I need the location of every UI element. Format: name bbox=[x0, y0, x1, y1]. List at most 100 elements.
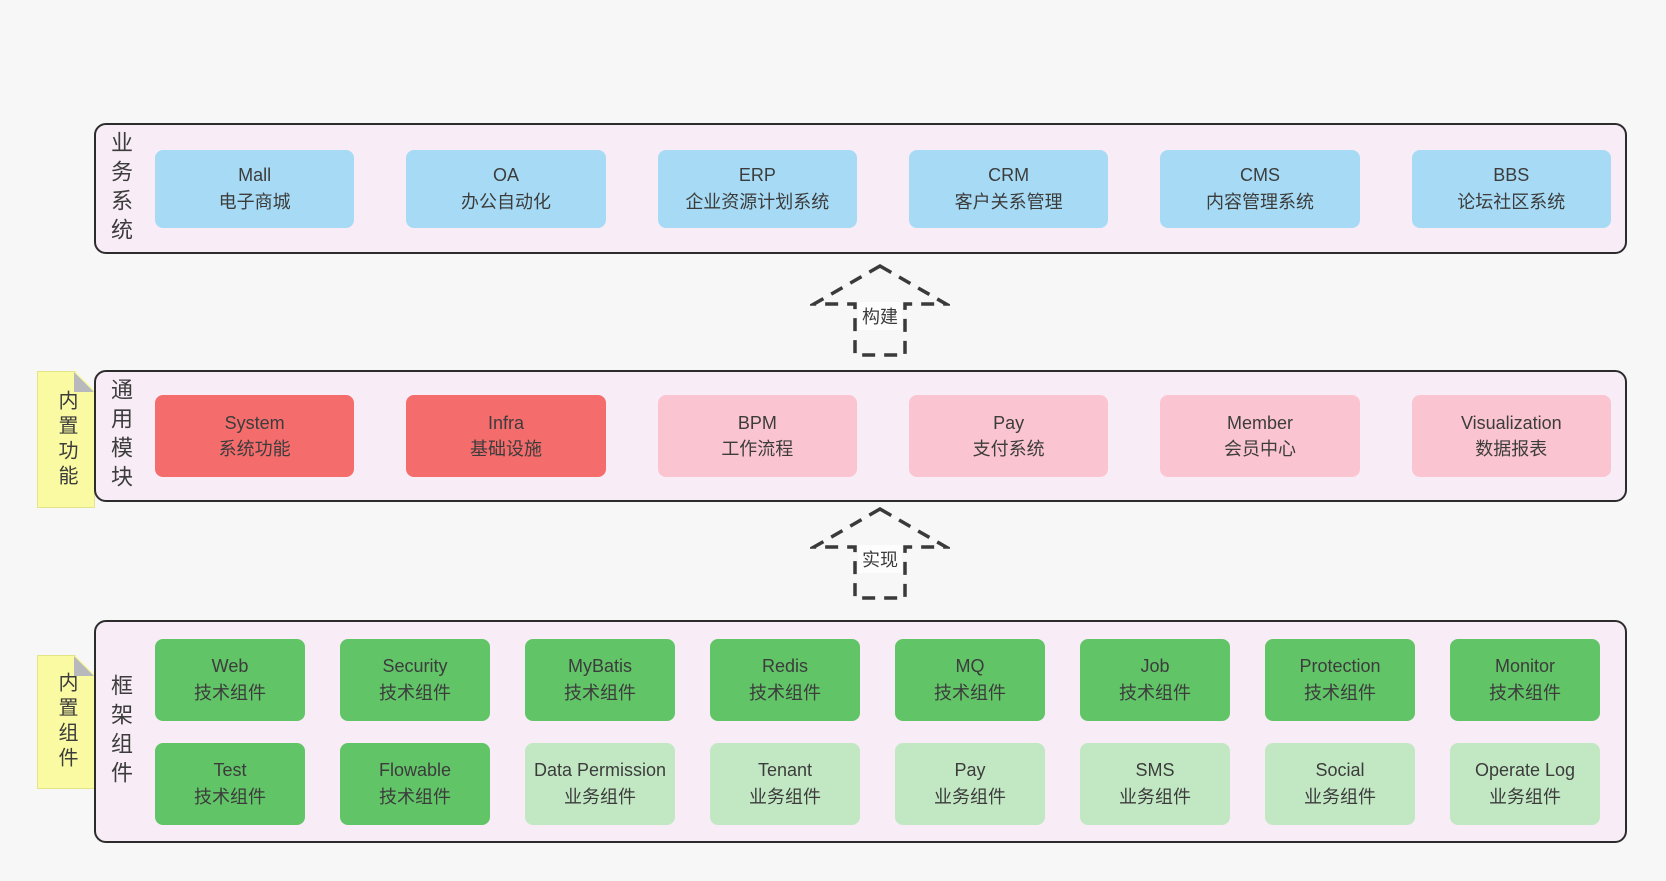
box-name: ERP bbox=[738, 165, 776, 186]
box-infra: Infra 基础设施 bbox=[406, 395, 606, 477]
sticky-note-builtin-components: 内置组件 bbox=[37, 655, 95, 789]
build-arrow: 构建 bbox=[810, 262, 950, 358]
box-social: Social 业务组件 bbox=[1265, 742, 1415, 825]
box-operate-log: Operate Log 业务组件 bbox=[1450, 742, 1600, 825]
box-name: CMS bbox=[1239, 165, 1280, 186]
box-web: Web 技术组件 bbox=[155, 638, 305, 721]
box-name: SMS bbox=[1135, 760, 1175, 781]
box-mq: MQ 技术组件 bbox=[895, 638, 1045, 721]
box-desc: 技术组件 bbox=[749, 682, 821, 703]
box-desc: 企业资源计划系统 bbox=[685, 191, 830, 212]
box-name: Infra bbox=[487, 412, 524, 433]
box-bpm: BPM 工作流程 bbox=[657, 395, 857, 477]
box-system: System 系统功能 bbox=[155, 395, 355, 477]
box-name: MQ bbox=[955, 656, 985, 677]
sticky-label: 内置功能 bbox=[55, 389, 77, 490]
box-name: Mall bbox=[238, 165, 272, 186]
box-desc: 业务组件 bbox=[1489, 786, 1561, 807]
box-test: Test 技术组件 bbox=[155, 742, 305, 825]
box-name: Job bbox=[1140, 656, 1170, 677]
box-desc: 办公自动化 bbox=[460, 191, 551, 212]
box-name: MyBatis bbox=[567, 656, 632, 677]
box-desc: 数据报表 bbox=[1475, 439, 1548, 459]
box-name: Test bbox=[213, 760, 247, 781]
box-name: CRM bbox=[988, 165, 1030, 186]
box-name: Security bbox=[382, 656, 448, 677]
box-name: Visualization bbox=[1460, 412, 1562, 433]
box-desc: 技术组件 bbox=[1119, 682, 1191, 703]
box-mall: Mall 电子商城 bbox=[155, 149, 355, 228]
box-desc: 技术组件 bbox=[379, 682, 451, 703]
box-desc: 技术组件 bbox=[1489, 682, 1561, 703]
box-name: BBS bbox=[1493, 165, 1530, 186]
panel-framework-components: 框架组件 Web 技术组件 Security 技术组件 MyBatis 技术组件… bbox=[94, 620, 1627, 843]
box-desc: 内容管理系统 bbox=[1205, 191, 1314, 212]
folded-corner-icon bbox=[74, 372, 94, 392]
box-desc: 技术组件 bbox=[564, 682, 636, 703]
box-visualization: Visualization 数据报表 bbox=[1411, 395, 1611, 477]
box-name: Protection bbox=[1299, 656, 1381, 677]
box-desc: 业务组件 bbox=[749, 786, 821, 807]
box-name: Monitor bbox=[1494, 656, 1556, 677]
box-name: OA bbox=[492, 165, 519, 186]
box-name: Social bbox=[1315, 760, 1365, 781]
box-desc: 支付系统 bbox=[972, 439, 1045, 459]
panel-common-modules: 通用模块 System 系统功能 Infra 基础设施 BPM 工作流程 Pay… bbox=[94, 370, 1627, 502]
box-name: BPM bbox=[737, 412, 777, 433]
box-desc: 技术组件 bbox=[1304, 682, 1376, 703]
modules-box-row: System 系统功能 Infra 基础设施 BPM 工作流程 Pay 支付系统… bbox=[155, 372, 1611, 500]
box-cms: CMS 内容管理系统 bbox=[1160, 149, 1360, 228]
box-name: Redis bbox=[761, 656, 809, 677]
sticky-label: 内置组件 bbox=[55, 672, 77, 772]
box-bbs: BBS 论坛社区系统 bbox=[1411, 149, 1611, 228]
folded-corner-icon bbox=[74, 656, 94, 676]
box-protection: Protection 技术组件 bbox=[1265, 638, 1415, 721]
box-desc: 基础设施 bbox=[469, 439, 542, 459]
box-name: Member bbox=[1226, 412, 1293, 433]
sticky-note-builtin-features: 内置功能 bbox=[37, 371, 95, 508]
box-name: Operate Log bbox=[1474, 760, 1576, 781]
box-crm: CRM 客户关系管理 bbox=[908, 149, 1109, 228]
box-name: Pay bbox=[993, 412, 1025, 433]
box-name: System bbox=[224, 412, 285, 433]
box-desc: 客户关系管理 bbox=[954, 191, 1063, 212]
components-box-rows: Web 技术组件 Security 技术组件 MyBatis 技术组件 Redi… bbox=[155, 622, 1611, 841]
box-desc: 业务组件 bbox=[1119, 786, 1191, 807]
box-name: Pay bbox=[954, 760, 986, 781]
box-member: Member 会员中心 bbox=[1160, 395, 1360, 477]
box-oa: OA 办公自动化 bbox=[406, 149, 606, 228]
components-row-tech: Web 技术组件 Security 技术组件 MyBatis 技术组件 Redi… bbox=[155, 638, 1611, 721]
box-name: Web bbox=[211, 656, 249, 677]
business-box-row: Mall 电子商城 OA 办公自动化 ERP 企业资源计划系统 CRM 客户关系… bbox=[155, 125, 1611, 252]
box-erp: ERP 企业资源计划系统 bbox=[657, 149, 857, 228]
box-desc: 论坛社区系统 bbox=[1457, 191, 1566, 212]
box-desc: 技术组件 bbox=[194, 786, 266, 807]
box-data-permission: Data Permission 业务组件 bbox=[525, 742, 675, 825]
box-desc: 电子商城 bbox=[218, 191, 291, 212]
box-pay-component: Pay 业务组件 bbox=[895, 742, 1045, 825]
box-pay: Pay 支付系统 bbox=[908, 395, 1109, 477]
box-desc: 会员中心 bbox=[1223, 439, 1296, 459]
box-desc: 系统功能 bbox=[218, 439, 291, 459]
box-flowable: Flowable 技术组件 bbox=[340, 742, 490, 825]
box-desc: 工作流程 bbox=[721, 439, 794, 459]
box-desc: 业务组件 bbox=[934, 786, 1006, 807]
box-desc: 技术组件 bbox=[194, 682, 266, 703]
panel-business-systems: 业务系统 Mall 电子商城 OA 办公自动化 ERP 企业资源计划系统 CRM… bbox=[94, 123, 1627, 254]
implement-arrow: 实现 bbox=[810, 505, 950, 601]
arrow-label: 构建 bbox=[858, 302, 902, 330]
panel-side-label: 业务系统 bbox=[108, 130, 133, 247]
box-desc: 技术组件 bbox=[379, 786, 451, 807]
box-monitor: Monitor 技术组件 bbox=[1450, 638, 1600, 721]
box-name: Data Permission bbox=[533, 760, 667, 781]
box-security: Security 技术组件 bbox=[340, 638, 490, 721]
panel-side-label: 框架组件 bbox=[108, 673, 133, 790]
box-tenant: Tenant 业务组件 bbox=[710, 742, 860, 825]
box-desc: 业务组件 bbox=[564, 786, 636, 807]
box-name: Flowable bbox=[378, 760, 452, 781]
box-desc: 业务组件 bbox=[1304, 786, 1376, 807]
components-row-business: Test 技术组件 Flowable 技术组件 Data Permission … bbox=[155, 742, 1611, 825]
box-mybatis: MyBatis 技术组件 bbox=[525, 638, 675, 721]
box-sms: SMS 业务组件 bbox=[1080, 742, 1230, 825]
